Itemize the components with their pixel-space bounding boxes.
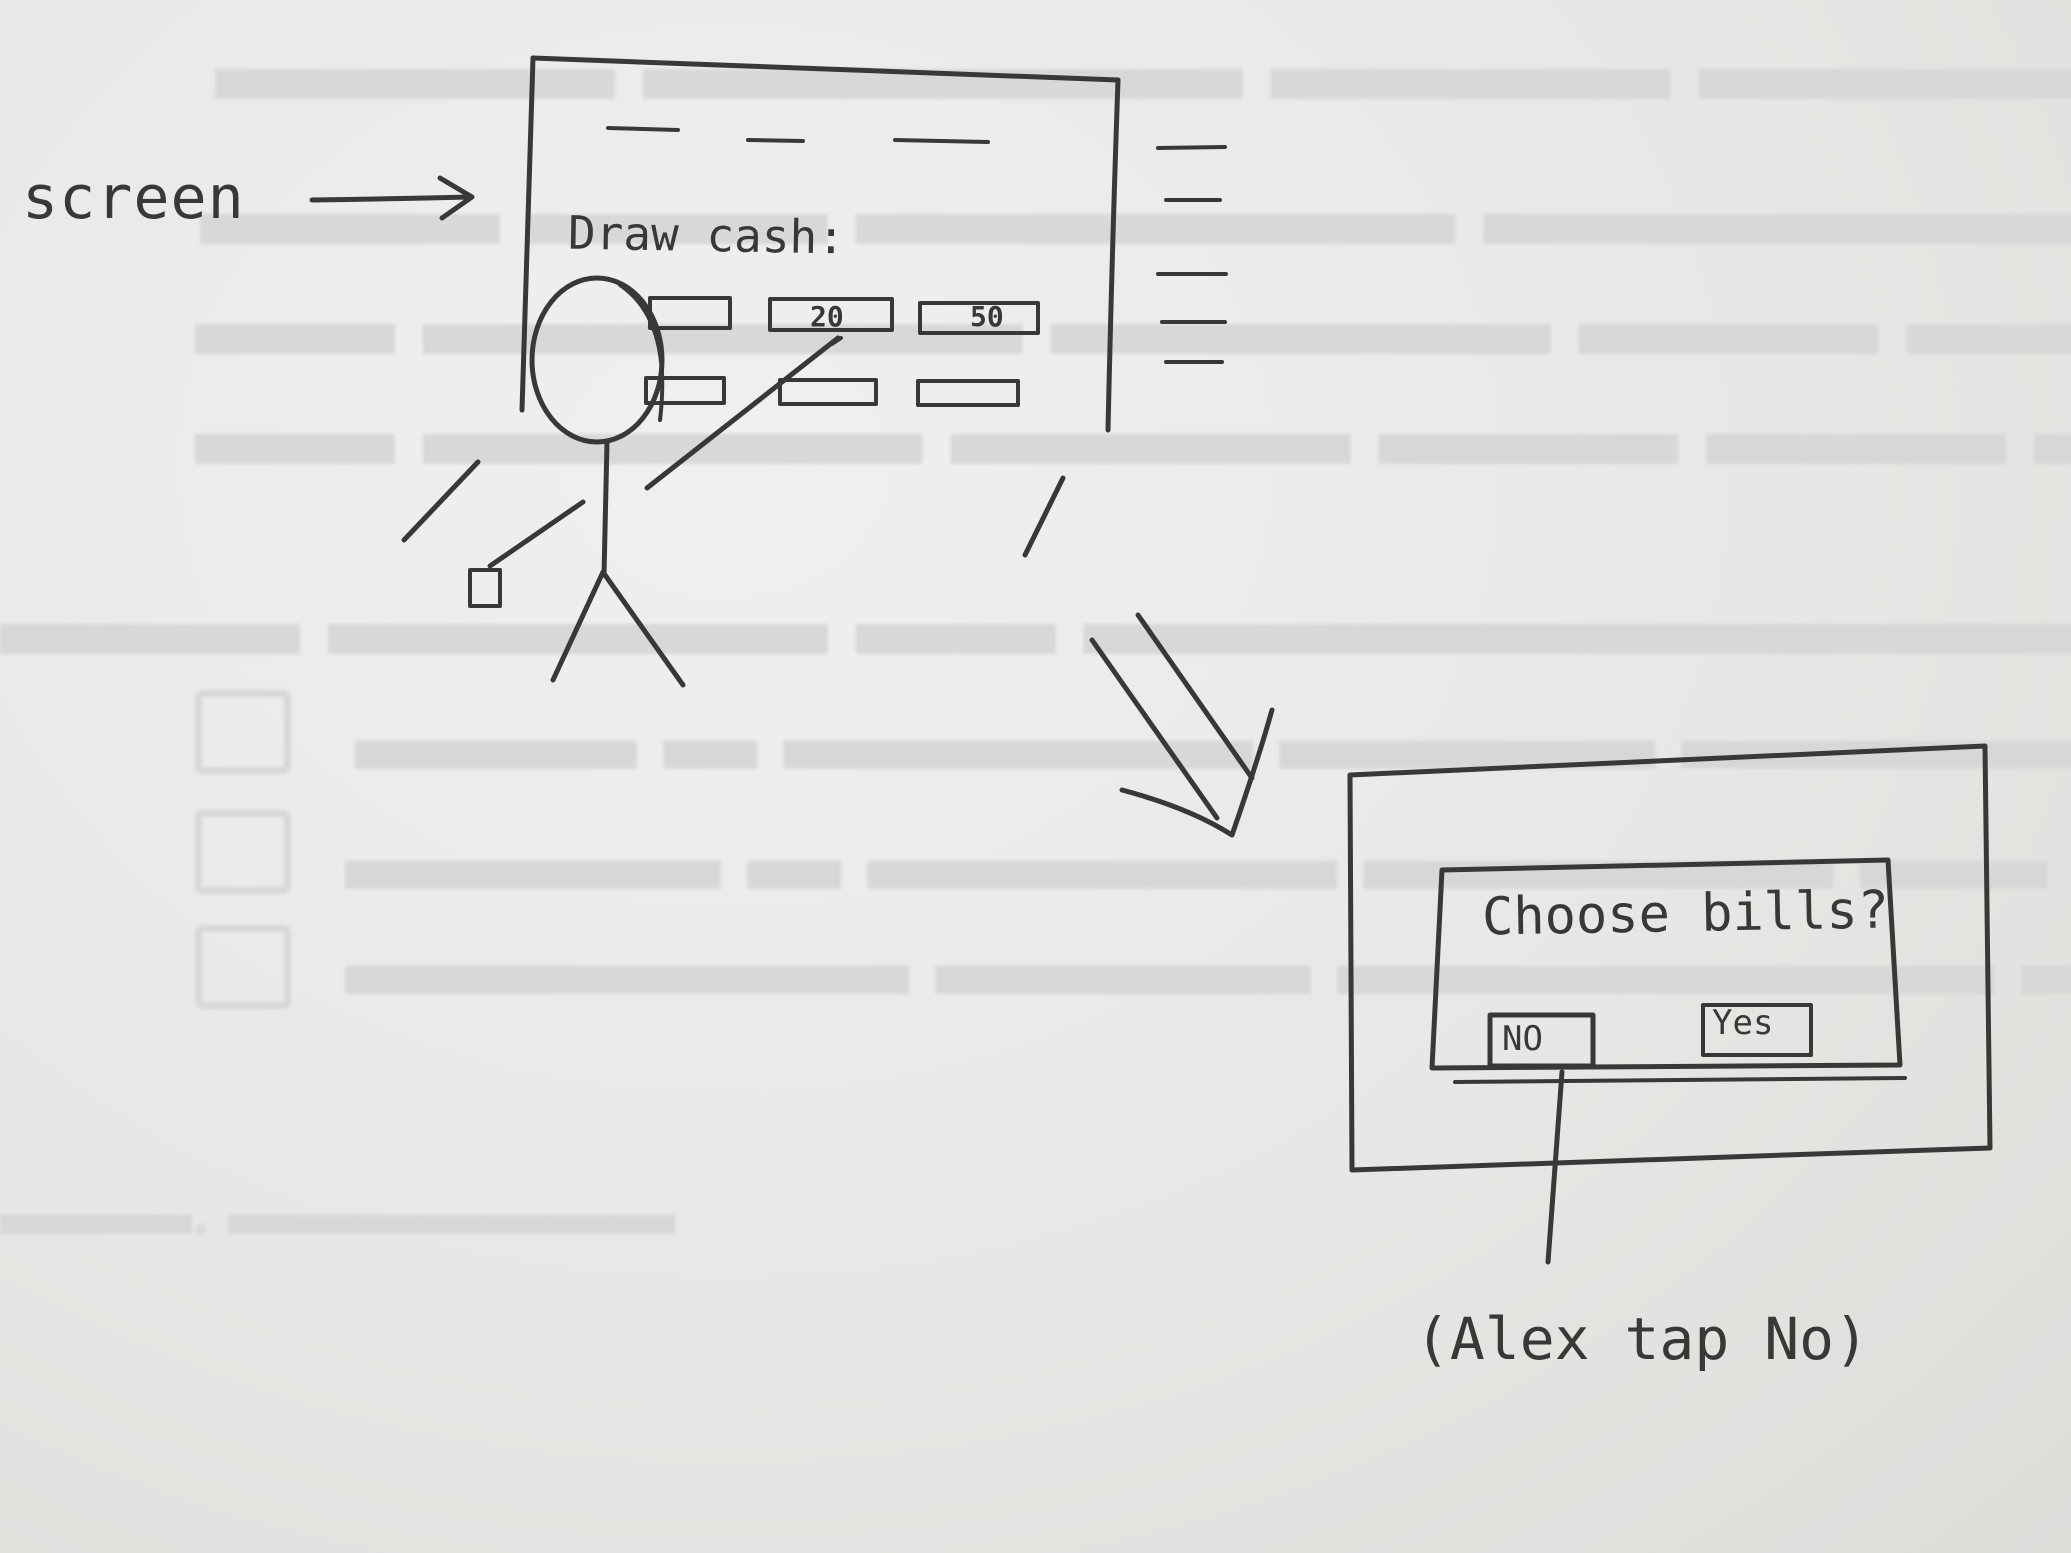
dialog-no-label: NO: [1502, 1019, 1543, 1059]
dialog-buttons: [1487, 1003, 1813, 1069]
user-stick-figure: [468, 275, 841, 688]
atm-stand: [401, 459, 1066, 558]
amount-button-20-label: 20: [810, 300, 844, 333]
bleed-through-line: ▬▬▬▬▬▬ ▬▬▬▬ ▬▬▬▬▬▬▬ ▬▬ ▬▬▬▬▬▬▬ ▬▬: [345, 909, 2071, 1014]
bleed-through-checkbox: [195, 810, 291, 894]
bleed-through-checkbox: [195, 925, 291, 1009]
bleed-through-line: ▬▬▬. ▬▬▬▬▬▬▬: [0, 1176, 676, 1248]
callout-line: [830, 336, 1565, 1265]
atm-screen-frame: [519, 55, 1121, 433]
bleed-through-line: ▬▬ ▬▬▬▬▬▬ ▬▬▬▬▬ ▬▬▬ ▬▬ ▬▬▬▬▬▬▬▬▬: [195, 264, 2071, 376]
bleed-through-line: ▬▬▬ ▬▬▬▬▬ ▬▬ ▬▬▬▬▬▬▬▬▬▬ ▬▬▬▬▬ ▬▬▬▬▬. ▬▬: [0, 564, 2071, 676]
card-slot-lines: [1156, 145, 1228, 364]
dialog-title: Choose bills?: [1481, 880, 1890, 948]
main-screen-buttons: [644, 296, 1040, 407]
amount-button-50-label: 50: [970, 300, 1004, 333]
screen-label: screen: [22, 163, 245, 233]
bleed-through-line: ▬▬▬ ▬ ▬▬▬▬▬ ▬▬▬▬ ▬▬▬▬▬ ▬▬▬ ▬▬▬▬▬▬▬: [355, 684, 2071, 789]
dialog-screen-frame: [1347, 743, 1993, 1173]
dialog-yes-label: Yes: [1712, 1003, 1774, 1043]
screen-header-dashes: [606, 126, 990, 144]
dialog-box: [1429, 857, 1907, 1084]
bleed-through-line: ▬▬ ▬▬▬▬▬ ▬▬▬▬ ▬▬▬ ▬▬▬ ▬▬▬▬▬▬▬▬ ▬▬▬: [195, 374, 2071, 486]
transition-arrow: [1089, 612, 1275, 838]
caption-annotation: (Alex tap No): [1415, 1305, 1869, 1373]
screen-arrow: [309, 175, 475, 221]
bleed-through-line: ▬▬▬▬ ▬ ▬▬▬▬▬ ▬▬▬▬▬ ▬▬ ▬▬▬▬ ▬▬▬▬▬▬: [345, 804, 2071, 909]
bleed-through-line: ▬▬▬ ▬▬▬ ▬▬▬▬▬▬ ▬▬▬▬▬▬▬▬▬▬▬ ▬▬▬▬ ▬▬▬: [200, 154, 2071, 266]
bleed-through-line: ▬▬▬▬ ▬▬▬▬▬▬ ▬▬▬▬ ▬▬▬▬▬▬▬▬ ▬▬ ▬▬▬: [215, 9, 2071, 121]
draw-cash-prompt: Draw cash:: [567, 205, 846, 265]
bleed-through-checkbox: [195, 690, 291, 774]
